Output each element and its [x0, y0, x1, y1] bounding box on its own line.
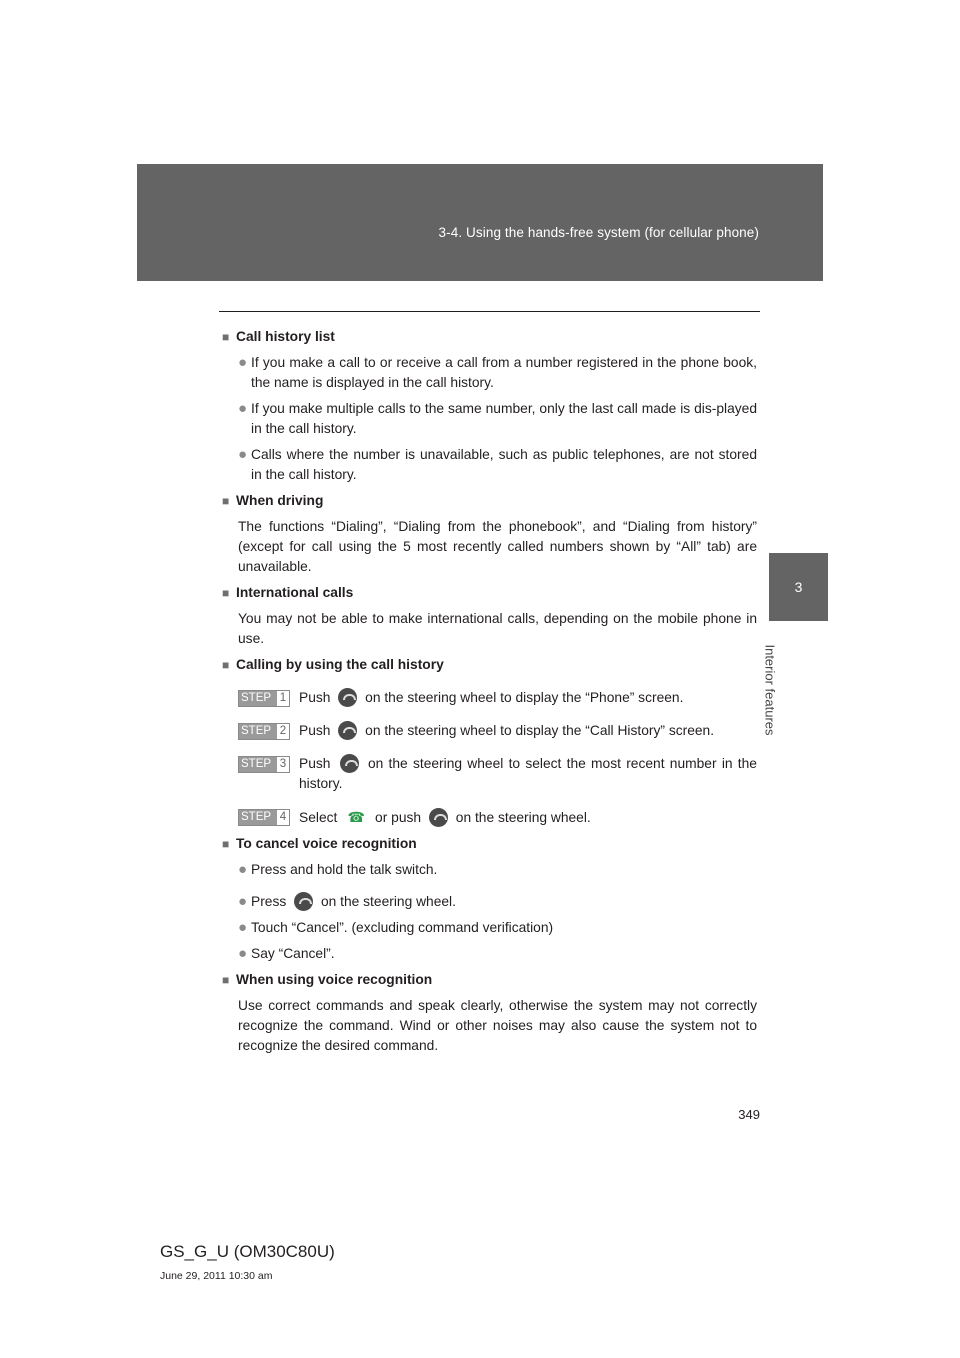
paragraph: You may not be able to make internationa… — [238, 611, 757, 646]
section-international: ■ International calls You may not be able… — [222, 583, 757, 649]
bullet-icon: ● — [238, 400, 248, 417]
square-icon: ■ — [222, 586, 230, 600]
section-using-voice: ■ When using voice recognition Use correc… — [222, 970, 757, 1056]
paragraph: The functions “Dialing”, “Dialing from t… — [238, 519, 757, 574]
square-icon: ■ — [222, 973, 230, 987]
bullet-icon: ● — [238, 945, 248, 962]
bullet-icon: ● — [238, 919, 248, 936]
print-date: June 29, 2011 10:30 am — [160, 1270, 273, 1282]
section-title: 3-4. Using the hands-free system (for ce… — [438, 225, 759, 240]
top-rule — [219, 311, 760, 312]
heading: Call history list — [236, 329, 335, 344]
chapter-tab: 3 — [769, 553, 828, 621]
off-hook-phone-icon: ☎ — [347, 809, 365, 825]
square-icon: ■ — [222, 494, 230, 508]
phone-talk-icon — [338, 721, 358, 740]
chapter-number: 3 — [794, 579, 803, 595]
bullet-text: Calls where the number is unavailable, s… — [251, 447, 757, 482]
model-code: GS_G_U (OM30C80U) — [160, 1242, 335, 1261]
heading: To cancel voice recognition — [236, 836, 417, 851]
section-when-driving: ■ When driving The functions “Dialing”, “… — [222, 491, 757, 577]
paragraph: Use correct commands and speak clearly, … — [238, 998, 757, 1053]
section-call-history: ■Call history list ●If you make a call t… — [222, 327, 757, 485]
header-band: 3-4. Using the hands-free system (for ce… — [137, 164, 823, 281]
phone-talk-icon — [338, 688, 358, 707]
bullet-text: If you make multiple calls to the same n… — [251, 401, 757, 436]
phone-talk-icon — [339, 754, 359, 773]
heading: When using voice recognition — [236, 972, 433, 987]
square-icon: ■ — [222, 330, 230, 344]
bullet-icon: ● — [238, 354, 248, 371]
square-icon: ■ — [222, 837, 230, 851]
bullet-icon: ● — [238, 893, 248, 910]
content: ■Call history list ●If you make a call t… — [222, 327, 757, 1062]
bullet-icon: ● — [238, 861, 248, 878]
bullet-text: If you make a call to or receive a call … — [251, 355, 757, 390]
bullet-icon: ● — [238, 446, 248, 463]
phone-talk-icon — [294, 892, 314, 911]
page-number: 349 — [738, 1107, 760, 1122]
heading: Calling by using the call history — [236, 657, 444, 672]
phone-talk-icon — [428, 808, 448, 827]
bullet-text: Touch “Cancel”. (excluding command verif… — [251, 920, 554, 935]
bullet-text: Press and hold the talk switch. — [251, 862, 438, 877]
bullet-text: Say “Cancel”. — [251, 946, 335, 961]
heading: When driving — [236, 493, 324, 508]
heading: International calls — [236, 585, 354, 600]
bullet-text: Press on the steering wheel. — [251, 892, 456, 911]
square-icon: ■ — [222, 658, 230, 672]
section-cancel-voice: ■To cancel voice recognition ●Press and … — [222, 834, 757, 964]
